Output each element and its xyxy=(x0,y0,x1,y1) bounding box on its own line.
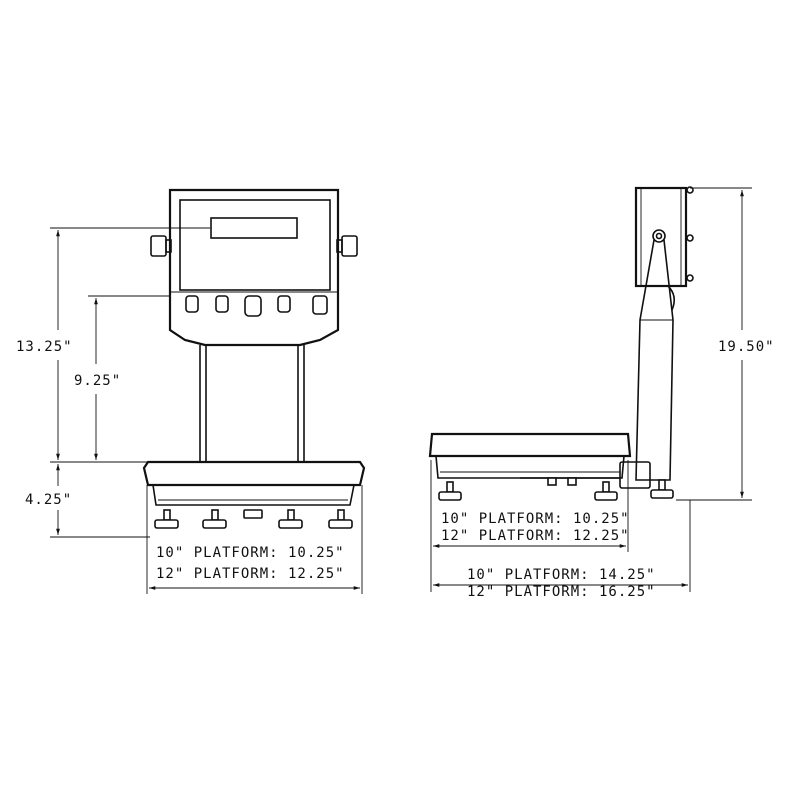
display-window xyxy=(210,217,298,239)
front-platform-height-label: 4.25" xyxy=(25,492,72,508)
front-mount-knob-right xyxy=(336,235,358,257)
side-indicator-head xyxy=(634,186,694,288)
side-overall-depth-label-1: 10" PLATFORM: 14.25" xyxy=(467,567,656,583)
cable-glands xyxy=(185,295,328,317)
front-height-display-label: 13.25" xyxy=(16,339,73,355)
front-column xyxy=(199,345,305,462)
side-platform xyxy=(428,432,632,479)
side-depth-label-2: 12" PLATFORM: 12.25" xyxy=(441,528,630,544)
side-overall-height-label: 19.50" xyxy=(718,339,775,355)
side-view: 19.50" 10" PLATFORM: 10.25" 12" PLATFORM… xyxy=(428,186,775,600)
front-platform xyxy=(142,460,366,506)
front-mount-knob-left xyxy=(150,235,172,257)
side-mount-knob xyxy=(652,229,666,243)
front-width-label-1: 10" PLATFORM: 10.25" xyxy=(156,545,345,561)
side-depth-label-1: 10" PLATFORM: 10.25" xyxy=(441,511,630,527)
side-overall-depth-label-2: 12" PLATFORM: 16.25" xyxy=(467,584,656,600)
side-column xyxy=(619,239,676,489)
front-indicator-head xyxy=(168,188,340,347)
side-dimension-lines xyxy=(430,187,752,592)
side-bolt xyxy=(686,186,694,194)
front-width-label-2: 12" PLATFORM: 12.25" xyxy=(156,566,345,582)
front-height-conduit-label: 9.25" xyxy=(74,373,121,389)
side-feet xyxy=(438,477,674,501)
front-view: 13.25" 9.25" 4.25" 10" PLATFORM: 10.25" … xyxy=(16,188,366,594)
front-dimension-lines xyxy=(50,227,363,594)
front-feet xyxy=(154,509,353,529)
